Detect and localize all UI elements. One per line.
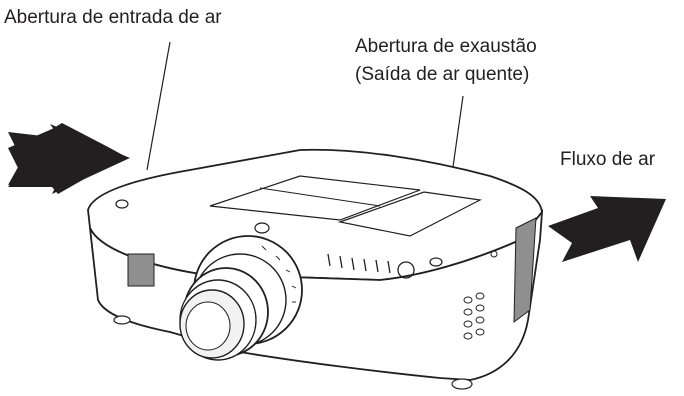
intake-vent-label: Abertura de entrada de ar [4,7,222,28]
rear-foot [451,378,473,390]
side-vents [463,292,485,340]
center-button-icon [254,222,270,234]
lens-assembly [179,235,303,361]
rear-exhaust-grille [513,217,537,324]
indicator-leds [327,253,391,274]
right-button-icon [429,257,443,267]
front-foot [113,315,131,325]
airflow-label: Fluxo de ar [560,149,656,170]
top-panel-divider [259,187,381,207]
corner-screw-icon [490,250,498,258]
exhaust-vent-label: Abertura de exaustão [355,36,537,57]
ir-sensor-icon [397,261,415,279]
intake-arrow-tail [8,124,130,194]
left-button-icon [115,199,129,209]
top-panel [209,175,421,221]
exhaust-vent-sublabel: (Saída de ar quente) [355,64,530,85]
exhaust-leader-line [451,95,464,175]
left-vent-grille [127,253,155,287]
top-panel-lid [337,191,482,237]
intake-leader-line [146,41,171,171]
outflow-arrow-icon [548,196,666,262]
